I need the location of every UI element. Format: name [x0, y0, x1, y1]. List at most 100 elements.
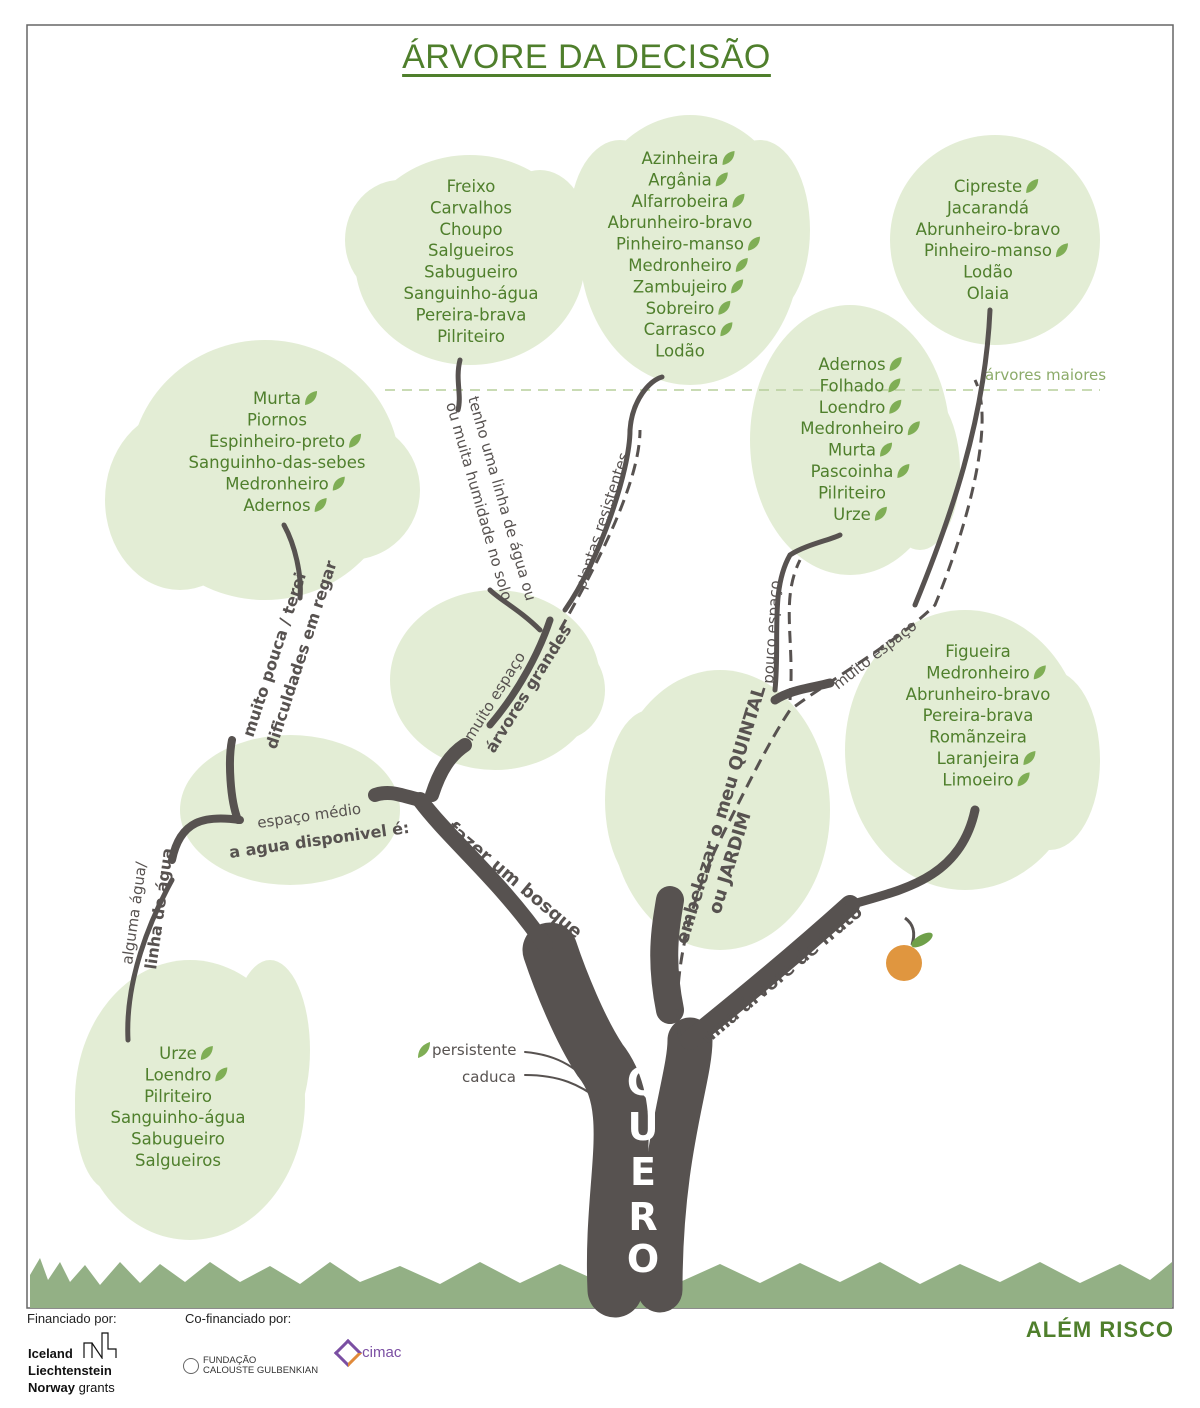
trunk-letter: E: [630, 1150, 656, 1194]
leaf-icon: [418, 1042, 430, 1058]
species-lists: FreixoCarvalhosChoupoSalgueirosSabugueir…: [111, 149, 1068, 1170]
leaf-icon: [1026, 179, 1039, 193]
leaf-icon: [889, 357, 902, 371]
gulbenkian-line-2: CALOUSTE GULBENKIAN: [203, 1365, 319, 1376]
species-list-pouco_espaco: AdernosFolhadoLoendroMedronheiroMurtaPas…: [800, 355, 920, 524]
species-item: Pilriteiro: [437, 327, 505, 346]
trunk-label-quero: Q U E R O: [627, 1060, 659, 1281]
trunk-letter: O: [627, 1237, 659, 1281]
gulbenkian-icon: [183, 1358, 199, 1374]
species-item: Limoeiro: [942, 770, 1013, 789]
leaf-icon: [1055, 243, 1068, 258]
leaf-icon: [1023, 751, 1036, 765]
species-item: Loendro: [819, 398, 886, 417]
leaf-icon: [897, 464, 910, 478]
species-list-fruto: FigueiraMedronheiroAbrunheiro-bravoPerei…: [906, 642, 1051, 789]
species-item: Romãnzeira: [929, 728, 1027, 747]
leaf-icon: [889, 399, 902, 414]
species-item: Medronheiro: [628, 256, 732, 275]
species-item: Azinheira: [641, 149, 718, 168]
trunk-letter: U: [628, 1105, 659, 1149]
leaf-icon: [907, 421, 920, 436]
financiado-label: Financiado por:: [27, 1311, 117, 1326]
species-item: Sobreiro: [646, 299, 715, 318]
species-item: Pilriteiro: [818, 483, 886, 502]
cofinanciado-label: Co-financiado por:: [185, 1311, 292, 1326]
species-item: Abrunheiro-bravo: [906, 685, 1051, 704]
cimac-text: cimac: [362, 1343, 402, 1361]
species-item: Espinheiro-preto: [209, 432, 345, 451]
cimac-logo: cimac: [333, 1338, 402, 1368]
species-item: Sanguinho-água: [404, 284, 539, 303]
species-item: Salgueiros: [428, 241, 514, 260]
species-item: Pinheiro-manso: [924, 241, 1052, 260]
species-list-resistentes: AzinheiraArgâniaAlfarrobeiraAbrunheiro-b…: [608, 149, 760, 361]
species-item: Urze: [159, 1044, 197, 1063]
species-item: Sanguinho-das-sebes: [189, 453, 366, 472]
eea-grants: grants: [78, 1380, 115, 1395]
trunk-letter: Q: [627, 1060, 659, 1104]
legend: persistente caduca: [418, 1041, 516, 1086]
page-title: ÁRVORE DA DECISÃO: [402, 38, 771, 76]
eea-norway: Norway: [28, 1380, 75, 1395]
species-item: Loendro: [145, 1065, 212, 1084]
label-plantas-resistentes: plantas resistentes: [572, 450, 633, 591]
species-item: Urze: [833, 505, 871, 524]
branches: [125, 307, 993, 1318]
leaf-icon: [305, 391, 318, 405]
alem-risco-brand: ALÉM RISCO: [1025, 1317, 1174, 1342]
species-item: Pereira-brava: [416, 305, 527, 324]
species-list-alguma_agua: UrzeLoendroPilriteiroSanguinho-águaSabug…: [111, 1044, 246, 1170]
eea-grants-logo: Iceland Liechtenstein Norway grants: [28, 1332, 117, 1396]
leaf-icon: [715, 172, 728, 187]
label-fazer-bosque: fazer um bosque: [443, 818, 586, 943]
leaf-icon: [718, 300, 731, 315]
gulbenkian-line-1: FUNDAÇÃO: [203, 1355, 257, 1366]
eea-logo-icon: [83, 1332, 117, 1359]
eea-liechtenstein: Liechtenstein: [28, 1363, 112, 1378]
species-item: Folhado: [820, 376, 885, 395]
species-item: Sabugueiro: [131, 1130, 225, 1149]
leaf-icon: [731, 279, 744, 294]
species-list-maiores: CipresteJacarandáAbrunheiro-bravoPinheir…: [916, 177, 1068, 303]
leaf-icon: [722, 151, 735, 165]
species-item: Pascoinha: [811, 462, 894, 481]
species-item: Carrasco: [644, 320, 717, 339]
species-item: Sabugueiro: [424, 263, 518, 282]
species-item: Abrunheiro-bravo: [608, 213, 753, 232]
legend-caduca: caduca: [462, 1068, 516, 1086]
species-list-humidade: FreixoCarvalhosChoupoSalgueirosSabugueir…: [404, 177, 539, 346]
species-item: Olaia: [967, 284, 1009, 303]
leaf-icon: [720, 322, 733, 337]
dashed-path: [558, 379, 984, 1041]
eea-iceland: Iceland: [28, 1346, 73, 1361]
leaf-icon: [200, 1046, 213, 1060]
species-item: Adernos: [243, 496, 310, 515]
leaf-icon: [888, 378, 901, 393]
legend-persistente: persistente: [432, 1041, 516, 1059]
species-item: Zambujeiro: [633, 277, 727, 296]
species-item: Cipreste: [954, 177, 1022, 196]
species-item: Pereira-brava: [923, 706, 1034, 725]
species-item: Carvalhos: [430, 198, 512, 217]
species-item: Lodão: [655, 342, 705, 361]
leaf-icon: [874, 506, 887, 521]
species-item: Argânia: [648, 170, 712, 189]
label-arvores-maiores: árvores maiores: [985, 366, 1106, 384]
orange-fruit-icon: [886, 916, 933, 981]
species-item: Medronheiro: [225, 475, 329, 494]
species-item: Piornos: [247, 410, 307, 429]
species-item: Choupo: [439, 220, 502, 239]
foliage: [75, 115, 1100, 1240]
cimac-icon: [333, 1338, 363, 1368]
species-item: Abrunheiro-bravo: [916, 220, 1061, 239]
label-pouco-espaco: pouco espaço: [759, 580, 784, 685]
species-item: Freixo: [447, 177, 496, 196]
species-item: Adernos: [818, 355, 885, 374]
species-item: Laranjeira: [937, 749, 1020, 768]
species-item: Lodão: [963, 263, 1013, 282]
species-list-pouca_agua: MurtaPiornosEspinheiro-pretoSanguinho-da…: [189, 389, 366, 515]
leaf-icon: [1033, 665, 1046, 680]
